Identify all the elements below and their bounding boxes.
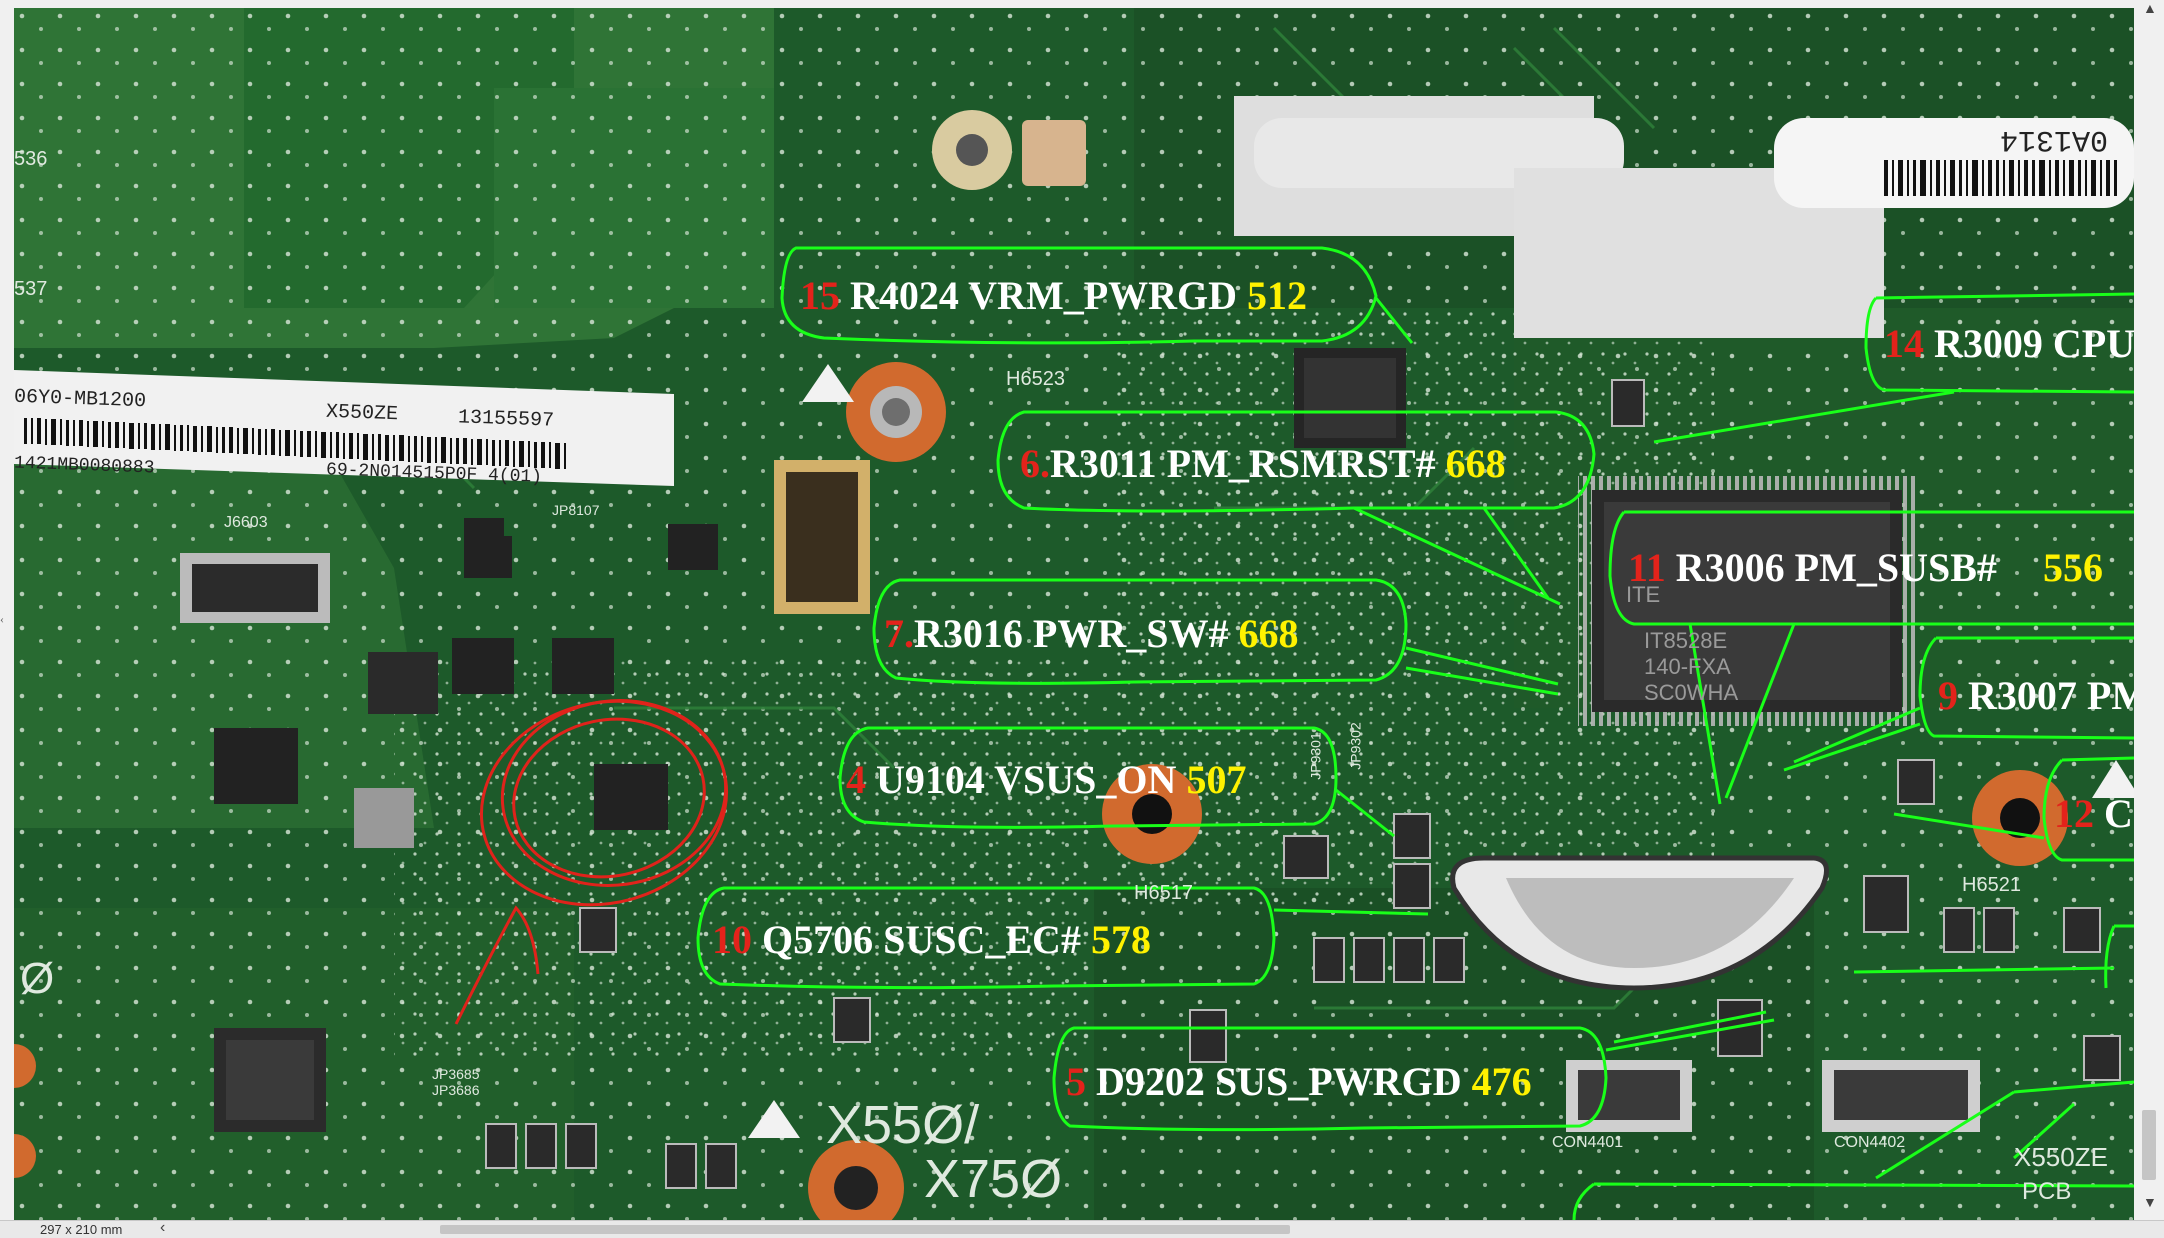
vertical-scrollbar[interactable]: ▲ ▼: [2134, 0, 2164, 1220]
callout-10: 10 Q5706 SUSC_EC# 578: [712, 917, 1151, 962]
status-bar: 297 x 210 mm ‹: [0, 1219, 2164, 1238]
silk-pcb: PCB: [2022, 1178, 2072, 1205]
chip-line-3: SC0WHA: [1644, 680, 1739, 705]
scroll-down-icon[interactable]: ▼: [2143, 1196, 2157, 1211]
callout-5: 5 D9202 SUS_PWRGD 476: [1066, 1059, 1532, 1104]
silk-h6521: H6521: [1962, 874, 2021, 896]
sticker-line-1a: 06Y0-MB1200: [14, 385, 147, 414]
sticker-line-1c: 13155597: [457, 406, 555, 433]
silk-j6603: J6603: [224, 514, 268, 531]
callout-outlines: [696, 246, 2134, 1220]
pcb-photo: 536 537 H6523 H6517 H6521 J6603 JP8107 J…: [14, 8, 2134, 1220]
sticker-right-code: 0A1314: [2000, 122, 2109, 156]
freehand-circle-mark: [454, 699, 729, 1025]
silk-jp3685: JP3685: [432, 1066, 480, 1082]
silk-jp3686: JP3686: [432, 1082, 480, 1098]
scroll-up-icon[interactable]: ▲: [2143, 2, 2157, 17]
callout-15: 15 R4024 VRM_PWRGD 512: [800, 273, 1308, 318]
silk-h6523: H6523: [1006, 368, 1065, 390]
page-size-label: 297 x 210 mm: [40, 1222, 123, 1237]
pcb-artwork: [14, 8, 2134, 1220]
silk-model-c: X550ZE: [2014, 1142, 2108, 1172]
scroll-left-icon[interactable]: ‹: [160, 1219, 166, 1236]
horizontal-scroll-thumb[interactable]: [440, 1225, 1290, 1234]
silk-con4402: CON4402: [1834, 1134, 1906, 1151]
callout-12: 12 C: [2054, 791, 2133, 836]
silk-model-b: X75Ø: [924, 1149, 1063, 1209]
callout-4: 4 U9104 VSUS_ON 507: [846, 757, 1247, 802]
chip-line-2: 140-FXA: [1644, 654, 1731, 679]
chip-prefix: ITE: [1626, 582, 1661, 607]
silk-model-a: X55Ø/: [826, 1095, 980, 1155]
silk-zero: Ø: [20, 954, 55, 1003]
callout-14: 14 R3009 CPU: [1884, 321, 2134, 366]
callout-6: 6.R3011 PM_RSMRST# 668: [1020, 441, 1506, 486]
vertical-scroll-thumb[interactable]: [2142, 1110, 2156, 1180]
silk-edge-536: 536: [14, 148, 48, 170]
silk-jp9302: JP9302: [1347, 722, 1364, 770]
callout-7: 7.R3016 PWR_SW# 668: [884, 611, 1299, 656]
sticker-line-1b: X550ZE: [325, 400, 399, 427]
chip-line-1: IT8528E: [1644, 628, 1728, 653]
mounting-holes: [14, 110, 2068, 1220]
side-arrow-icon[interactable]: ‹: [0, 612, 4, 626]
barcode-left: [24, 418, 566, 469]
callout-11: 11 R3006 PM_SUSB# 556: [1628, 545, 2103, 590]
silk-edge-537: 537: [14, 278, 48, 300]
silk-jp9301: JP9301: [1307, 732, 1324, 780]
callout-9: 9 R3007 PM: [1938, 673, 2134, 718]
silk-h6517: H6517: [1134, 882, 1193, 904]
silk-jp8107: JP8107: [552, 502, 600, 518]
silk-con4401: CON4401: [1552, 1134, 1624, 1151]
barcode-right: [1884, 160, 2117, 196]
